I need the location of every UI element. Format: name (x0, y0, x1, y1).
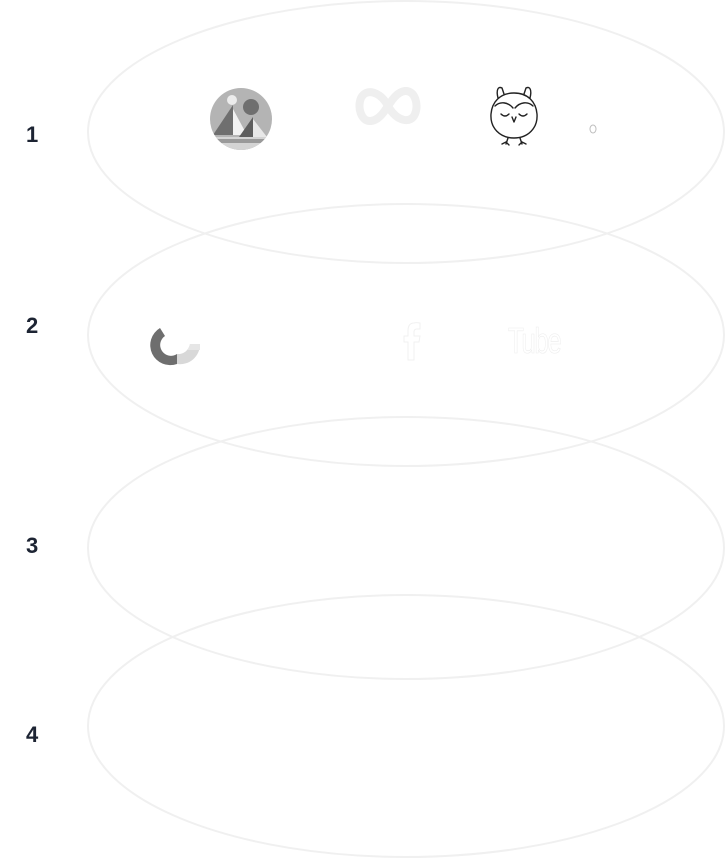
youtube-wordmark: Tube (508, 320, 562, 362)
tier-number-3: 3 (26, 533, 39, 558)
tier-ring-3 (87, 416, 725, 680)
sailboat-app-icon (210, 88, 272, 150)
tier-number-2: 2 (26, 313, 39, 338)
tier-ring-2 (87, 203, 725, 467)
tier-number-4: 4 (26, 722, 39, 747)
tier-ring-1 (87, 0, 725, 264)
tier-ring-4 (87, 594, 725, 858)
tier-number-1: 1 (26, 122, 39, 147)
meta-infinity-icon (355, 87, 421, 125)
google-g-icon (150, 328, 201, 366)
small-dot-icon (589, 124, 597, 134)
owl-mascot-icon (490, 86, 538, 146)
facebook-f-icon (403, 322, 421, 361)
